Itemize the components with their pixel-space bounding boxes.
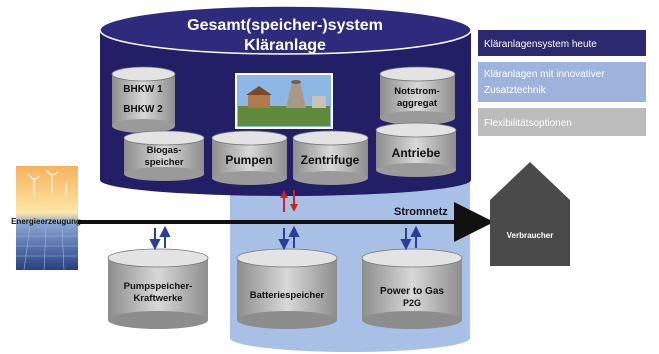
main-grid-bidirectional-arrow bbox=[280, 190, 298, 212]
biogas-label-line2: speicher bbox=[144, 157, 183, 168]
plant-photo bbox=[235, 73, 333, 129]
pumpen-label: Pumpen bbox=[225, 153, 272, 167]
main-title-line1: Gesamt(speicher-)system bbox=[187, 17, 383, 34]
pumpspeicher-label-line2: Kraftwerke bbox=[133, 293, 182, 304]
legend: Kläranlagensystem heute Kläranlagen mit … bbox=[478, 30, 646, 136]
legend-label-heute: Kläranlagensystem heute bbox=[484, 39, 597, 50]
antriebe-cylinder bbox=[375, 122, 457, 177]
legend-swatch-innovativ bbox=[478, 62, 646, 102]
bhkw-cylinder bbox=[111, 66, 176, 133]
legend-label-innovativ-line1: Kläranlagen mit innovativer bbox=[484, 69, 605, 80]
stromnetz-label: Stromnetz bbox=[394, 206, 448, 218]
p2g-cylinder bbox=[361, 248, 463, 329]
biogas-label-line1: Biogas- bbox=[147, 145, 182, 156]
batterie-bidirectional-arrow bbox=[278, 225, 300, 251]
legend-swatch-flexibilitaet bbox=[478, 108, 646, 136]
zentrifuge-label: Zentrifuge bbox=[301, 153, 360, 167]
batteriespeicher-cylinder bbox=[236, 248, 338, 329]
notstrom-label-line2: aggregat bbox=[397, 98, 438, 109]
notstrom-label-line1: Notstrom- bbox=[394, 86, 439, 97]
legend-label-innovativ-line2: Zusatztechnik bbox=[484, 85, 547, 96]
zentrifuge-cylinder bbox=[292, 130, 369, 185]
energy-generation-image bbox=[16, 166, 78, 271]
pumpspeicher-cylinder bbox=[107, 248, 209, 329]
p2g-bidirectional-arrow bbox=[400, 225, 422, 251]
legend-label-flexibilitaet: Flexibilitätsoptionen bbox=[484, 118, 572, 129]
batteriespeicher-label: Batteriespeicher bbox=[250, 290, 325, 301]
consumer-house-icon bbox=[490, 162, 570, 266]
pumpspeicher-bidirectional-arrow bbox=[149, 225, 171, 251]
p2g-label-line1: Power to Gas bbox=[380, 286, 444, 297]
antriebe-label: Antriebe bbox=[392, 146, 441, 160]
pumpen-cylinder bbox=[211, 130, 288, 185]
main-title-line2: Kläranlage bbox=[244, 37, 326, 54]
pumpspeicher-label-line1: Pumpspeicher- bbox=[124, 281, 193, 292]
legend-swatch-heute bbox=[478, 30, 646, 56]
biogas-cylinder bbox=[123, 130, 205, 181]
energie-label: Energieerzeugung bbox=[11, 217, 81, 226]
bhkw1-label: BHKW 1 bbox=[123, 84, 163, 95]
p2g-label-line2: P2G bbox=[403, 298, 421, 308]
verbraucher-label: Verbraucher bbox=[507, 231, 554, 240]
bhkw2-label: BHKW 2 bbox=[123, 104, 163, 115]
notstrom-cylinder bbox=[379, 66, 456, 125]
